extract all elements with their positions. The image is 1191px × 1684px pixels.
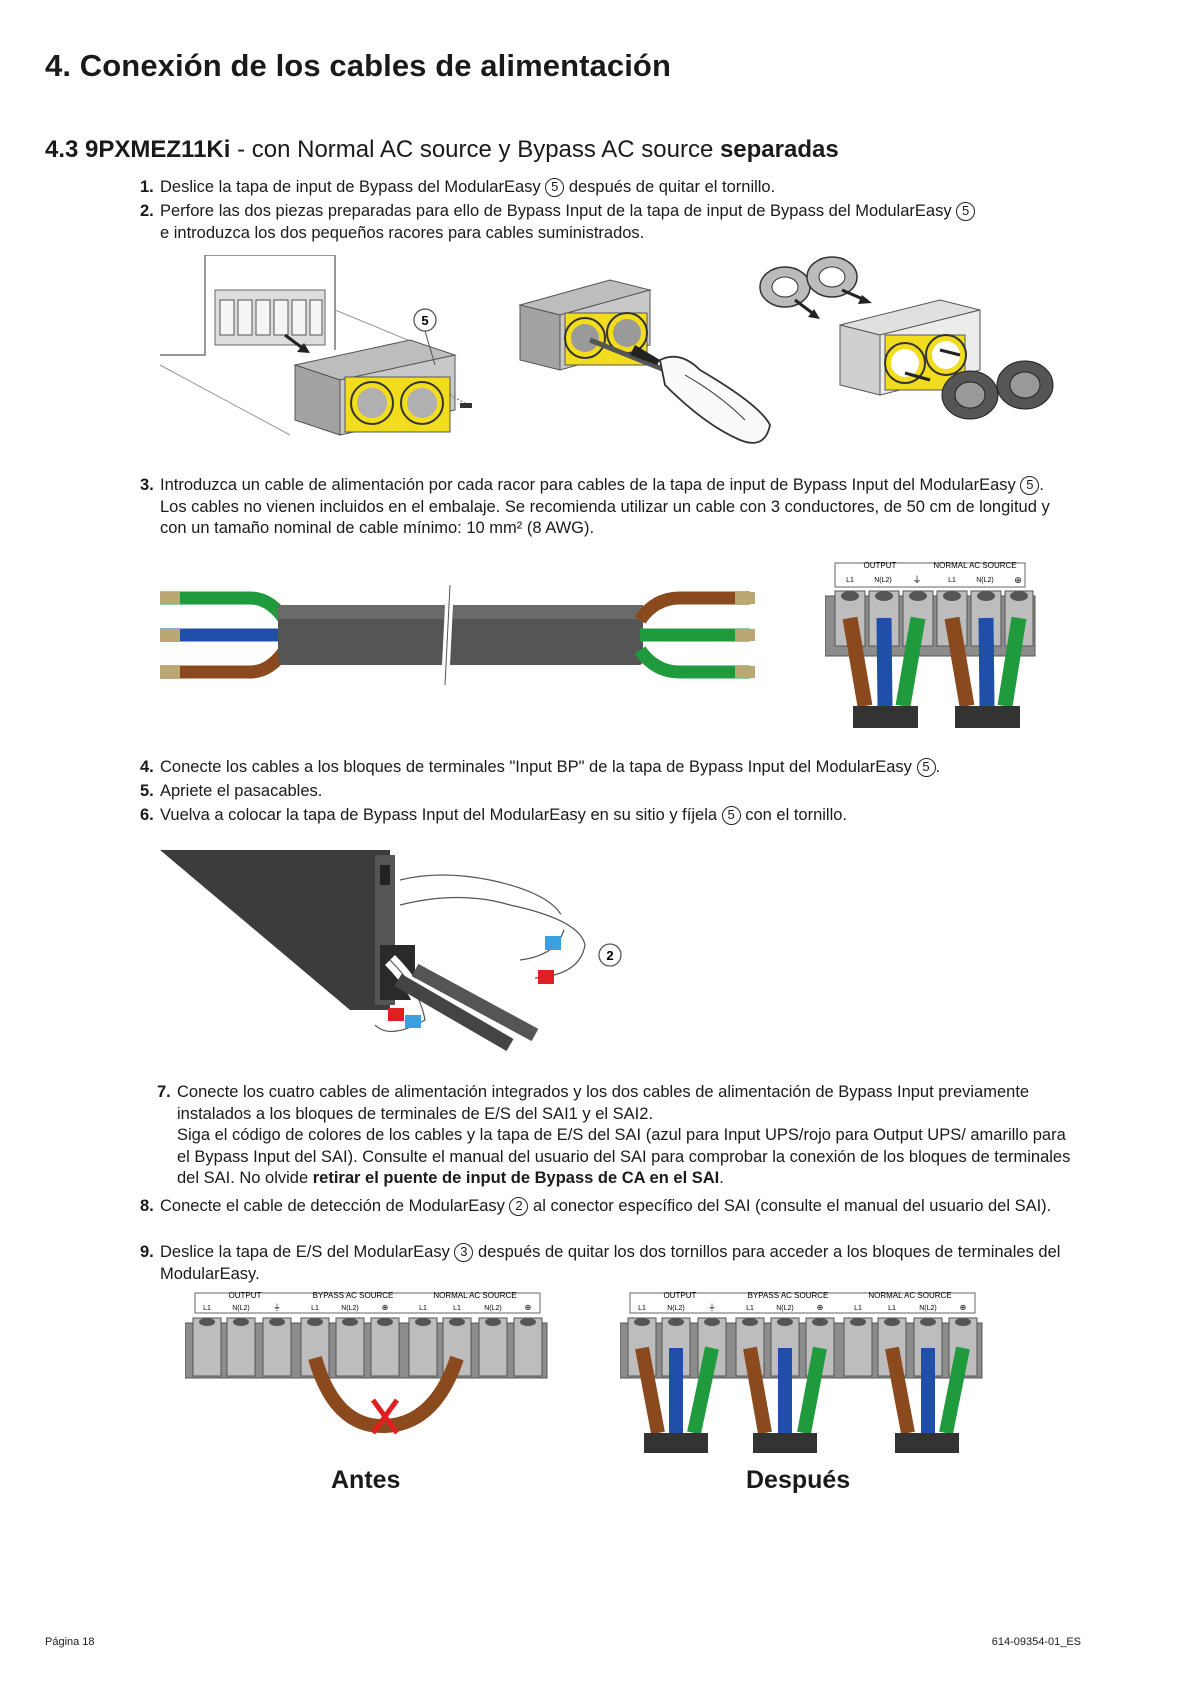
tb-label-n: N(L2) [874,577,892,584]
page-number: Página 18 [45,1636,95,1648]
step-text: Conecte los cuatro cables de alimentació… [177,1083,1030,1123]
step-9: 9. Deslice la tapa de E/S del ModularEasy… [140,1242,1065,1285]
tb-label-l1: L1 [203,1305,211,1312]
tb-label-normal: NORMAL AC SOURCE [933,561,1016,570]
tb-label-output: OUTPUT [864,561,897,570]
tb-label-nc: N(L2) [484,1305,502,1312]
step-4: 4. Conecte los cables a los bloques de te… [140,757,1090,779]
callout-ref: 2 [509,1197,529,1216]
step-number: 5. [140,782,154,800]
callout-2: 2 [606,948,613,963]
svg-text:⊕: ⊕ [817,1303,824,1312]
tb-label-l1b: L1 [746,1305,754,1312]
terminal-block-after-figure: OUTPUT BYPASS AC SOURCE NORMAL AC SOURCE… [620,1291,983,1453]
tb-label-normal: NORMAL AC SOURCE [433,1291,516,1300]
step-text: al conector específico del SAI (consulte… [528,1197,1052,1215]
step-text: . [719,1169,724,1187]
tb-label-l1: L1 [638,1305,646,1312]
step-text: después de quitar el tornillo. [564,178,776,196]
callout-5: 5 [421,313,428,328]
step-number: 4. [140,758,154,776]
step-number: 2. [140,202,154,220]
tb-label-n: N(L2) [232,1305,250,1312]
callout-ref: 5 [1020,476,1040,495]
step-text: Conecte el cable de detección de Modular… [160,1197,510,1215]
callout-ref: 5 [545,178,565,197]
modulareasy-cable-routing-figure: 2 [160,850,622,1052]
tb-label-l1d: L1 [453,1305,461,1312]
step-number: 1. [140,178,154,196]
page-title: 4. Conexión de los cables de alimentació… [45,48,672,83]
tb-label-nb: N(L2) [341,1305,359,1312]
step-number: 3. [140,476,154,494]
step-text: . [935,758,941,776]
step-6: 6. Vuelva a colocar la tapa de Bypass Inp… [140,805,1090,827]
caption-before: Antes [331,1466,401,1494]
step-bold: retirar el puente de input de Bypass de … [312,1169,720,1187]
tb-label-bypass: BYPASS AC SOURCE [748,1291,829,1300]
step-3: 3. Introduzca un cable de alimentación po… [140,475,1065,540]
step-text: Apriete el pasacables. [160,782,323,800]
terminal-block-small-figure: OUTPUT NORMAL AC SOURCE L1 N(L2) ⏚ L1 N(… [825,561,1036,728]
step-number: 9. [140,1243,154,1261]
step-text: Introduzca un cable de alimentación por … [160,476,1021,494]
step-5: 5. Apriete el pasacables. [140,781,1090,803]
svg-text:⊕: ⊕ [960,1303,967,1312]
tb-label-output: OUTPUT [664,1291,697,1300]
step-text: después de quitar los dos tornillos para… [160,1243,1061,1283]
document-id: 614-09354-01_ES [991,1636,1081,1648]
tb-label-nb: N(L2) [976,577,994,584]
step-text: con el tornillo. [740,806,848,824]
step-8: 8. Conecte el cable de detección de Modul… [140,1196,1065,1218]
svg-text:⏚: ⏚ [708,1303,716,1312]
step-number: 8. [140,1197,154,1215]
tb-label-nb: N(L2) [776,1305,794,1312]
callout-ref: 5 [916,758,936,777]
caption-after: Después [746,1466,851,1494]
step-text: Siga el código de colores de los cables … [177,1126,1071,1187]
svg-text:⏚: ⏚ [912,575,921,585]
step-number: 6. [140,806,154,824]
section-middle: - con Normal AC source y Bypass AC sourc… [230,136,720,163]
three-conductor-cable-figure [160,584,755,686]
step-text: Deslice la tapa de input de Bypass del M… [160,178,546,196]
step-1: 1. Deslice la tapa de input de Bypass del… [140,177,1090,199]
tb-label-l1c: L1 [854,1305,862,1312]
section-model: 4.3 9PXMEZ11Ki [45,136,231,163]
step-7: 7. Conecte los cuatro cables de alimentac… [157,1082,1077,1190]
step-number: 7. [157,1083,171,1101]
section-end: separadas [719,136,839,163]
step-text: Perfore las dos piezas preparadas para e… [160,202,957,220]
bypass-cover-removal-figure: 5 [160,255,1054,444]
terminal-block-before-figure: OUTPUT BYPASS AC SOURCE NORMAL AC SOURCE… [185,1291,548,1435]
tb-label-l1: L1 [846,577,854,584]
tb-label-l1d: L1 [888,1305,896,1312]
svg-text:⊕: ⊕ [382,1303,389,1312]
tb-label-l1b: L1 [948,577,956,584]
section-title: 4.3 9PXMEZ11Ki - con Normal AC source y … [45,136,839,164]
tb-label-n: N(L2) [667,1305,685,1312]
callout-ref: 5 [956,202,976,221]
step-text: Vuelva a colocar la tapa de Bypass Input… [160,806,722,824]
svg-text:⊕: ⊕ [1014,575,1022,585]
tb-label-bypass: BYPASS AC SOURCE [313,1291,394,1300]
step-text: Conecte los cables a los bloques de term… [160,758,917,776]
tb-label-l1b: L1 [311,1305,319,1312]
svg-text:⏚: ⏚ [273,1303,281,1312]
step-text: . Los cables no vienen incluidos en el e… [160,476,1050,537]
tb-label-output: OUTPUT [229,1291,262,1300]
callout-ref: 3 [454,1243,474,1262]
callout-ref: 5 [721,806,741,825]
tb-label-l1c: L1 [419,1305,427,1312]
step-text: e introduzca los dos pequeños racores pa… [160,223,645,242]
tb-label-normal: NORMAL AC SOURCE [868,1291,951,1300]
svg-text:⊕: ⊕ [525,1303,532,1312]
step-2: 2. Perfore las dos piezas preparadas para… [140,201,980,244]
tb-label-nc: N(L2) [919,1305,937,1312]
step-text: Deslice la tapa de E/S del ModularEasy [160,1243,455,1261]
